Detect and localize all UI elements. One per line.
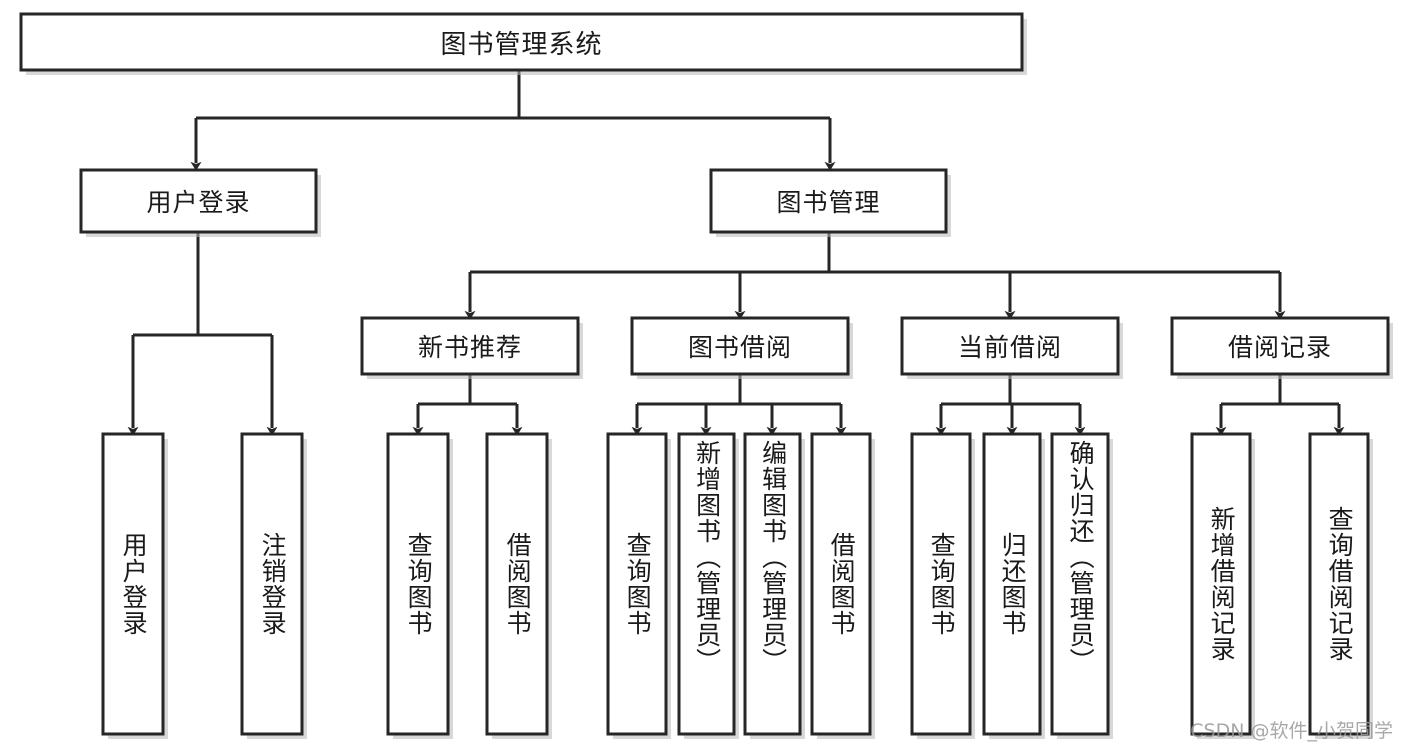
node-user-login[interactable] <box>79 168 318 234</box>
connector-layer <box>127 70 1345 436</box>
node-leaf-confirm-return[interactable] <box>1050 432 1110 736</box>
node-leaf-add-borrow-record[interactable] <box>1190 432 1252 736</box>
node-leaf-borrow-book-a[interactable] <box>485 432 549 736</box>
node-layer <box>19 12 1393 739</box>
node-book-mgmt[interactable] <box>709 168 948 234</box>
node-book-borrow[interactable] <box>630 316 850 376</box>
node-current-borrow[interactable] <box>900 316 1120 376</box>
node-leaf-query-book-a[interactable] <box>386 432 450 736</box>
node-leaf-logout-login[interactable] <box>240 432 304 736</box>
node-leaf-return-book[interactable] <box>982 432 1042 736</box>
node-borrow-record[interactable] <box>1170 316 1390 376</box>
node-root[interactable] <box>19 12 1024 72</box>
node-leaf-edit-book[interactable] <box>743 432 802 736</box>
node-leaf-user-login[interactable] <box>101 432 165 736</box>
node-leaf-query-book-b[interactable] <box>606 432 668 736</box>
node-new-book-rec[interactable] <box>360 316 580 376</box>
node-leaf-add-book[interactable] <box>677 432 736 736</box>
node-leaf-query-book-c[interactable] <box>910 432 972 736</box>
node-leaf-query-borrow-record[interactable] <box>1308 432 1370 736</box>
node-leaf-borrow-book-b[interactable] <box>810 432 872 736</box>
